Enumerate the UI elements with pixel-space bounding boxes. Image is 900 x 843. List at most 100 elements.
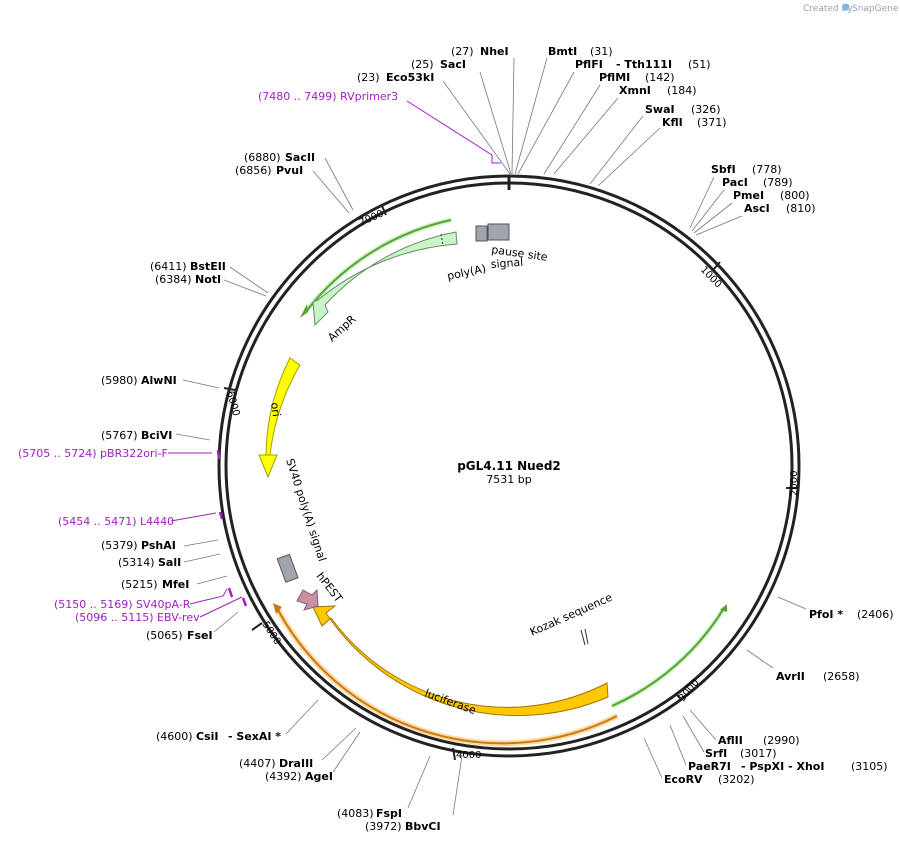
tick-4000-mark [452,747,456,761]
site-pspxi-xhoi[interactable]: - PspXI - XhoI [741,760,824,773]
mark-ebvrev [241,597,248,607]
leader-draiii [321,727,357,761]
site-pvui-pos: (6856) [235,164,272,177]
site-alwni[interactable]: AlwNI [141,374,177,387]
site-noti-pos: (6384) [155,273,192,286]
leader-asci [695,215,743,236]
site-noti[interactable]: NotI [195,273,221,286]
ampr-orf-line [304,219,452,314]
ampr-label: AmpR [325,312,358,344]
site-pflmi-pos: (142) [645,71,675,84]
sv40-label: SV40 poly(A) signal [283,457,329,563]
site-sbfi[interactable]: SbfI [711,163,736,176]
site-bcivi[interactable]: BciVI [141,429,172,442]
leader-agei [332,731,361,773]
site-agei-pos: (4392) [265,770,302,783]
site-srfi[interactable]: SrfI [705,747,727,760]
leader-saci [479,71,512,175]
site-pflmi[interactable]: PflMI [599,71,630,84]
tick-3000-mark [675,693,683,701]
ori-feature[interactable] [258,357,301,479]
leader-nhei [511,57,515,175]
luc-orf-line [276,607,618,745]
leader-rvprimer3 [406,100,501,164]
site-bbvci[interactable]: BbvCI [405,820,441,833]
site-mfei-pos: (5215) [121,578,158,591]
hpest-feature[interactable] [296,588,319,611]
leader-mfei [196,575,228,585]
site-swai[interactable]: SwaI [645,103,675,116]
pause-site-feature[interactable] [487,223,510,241]
site-fspi[interactable]: FspI [376,807,402,820]
ampr-feature[interactable] [312,231,458,327]
leader-pflmi [543,84,601,175]
leader-sbfi [689,176,715,229]
primer-ebvrev[interactable]: (5096 .. 5115) EBV-rev [75,611,200,624]
site-sali[interactable]: SalI [158,556,181,569]
site-pfoi[interactable]: PfoI * [809,608,843,621]
site-paci[interactable]: PacI [722,176,748,189]
leader-sacii [324,157,354,211]
leader-ecorv [643,737,663,779]
features: AmpR ori luciferase SV40 poly(A) signal … [258,223,615,717]
site-nhei-pos: (27) [451,45,474,58]
site-xmni[interactable]: XmnI [619,84,651,97]
plasmid-title: pGL4.11 Nued2 7531 bp [457,459,561,486]
site-saci[interactable]: SacI [440,58,466,71]
primer-labels: (7480 .. 7499) RVprimer3 (5705 .. 5724) … [18,90,398,624]
site-mfei[interactable]: MfeI [162,578,189,591]
site-bsteii[interactable]: BstEII [190,260,226,273]
site-csii[interactable]: CsiI [196,730,218,743]
leader-fsei [213,611,239,633]
site-srfi-pos: (3017) [740,747,777,760]
site-aflii[interactable]: AflII [718,734,743,747]
site-paer7i[interactable]: PaeR7I [688,760,731,773]
primer-l4440[interactable]: (5454 .. 5471) L4440 [58,515,174,528]
site-eco53ki[interactable]: Eco53kI [386,71,434,84]
leader-pvui [312,170,350,214]
site-avrii[interactable]: AvrII [776,670,805,683]
site-bmti[interactable]: BmtI [548,45,577,58]
tick-2000: 2000 [789,471,800,496]
primer-rvprimer3[interactable]: (7480 .. 7499) RVprimer3 [258,90,398,103]
hpest-label: hPEST [314,570,346,605]
site-pvui[interactable]: PvuI [276,164,303,177]
site-asci[interactable]: AscI [744,202,770,215]
site-pmei[interactable]: PmeI [733,189,764,202]
luciferase-feature[interactable] [312,605,609,717]
site-nhei[interactable]: NheI [480,45,509,58]
site-tth111i[interactable]: - Tth111I [616,58,672,71]
leader-avrii [746,649,774,669]
site-sacii-pos: (6880) [244,151,281,164]
luc-orf-arrowhead [273,603,282,614]
leader-eco53ki [442,80,511,175]
tick-7000-mark [381,205,387,216]
mark-pbr322ori [216,449,221,460]
site-draiii[interactable]: DraIII [279,757,313,770]
site-eco53ki-pos: (23) [357,71,380,84]
kozak-mark-2 [584,628,589,645]
site-alwni-pos: (5980) [101,374,138,387]
polya-signal-feature[interactable] [475,225,488,242]
backbone [217,174,801,758]
site-agei[interactable]: AgeI [305,770,333,783]
site-fsei[interactable]: FseI [187,629,213,642]
leader-sv40pa [189,588,228,605]
primer-sv40pa[interactable]: (5150 .. 5169) SV40pA-R [54,598,191,611]
site-ecorv[interactable]: EcoRV [664,773,703,786]
site-paci-pos: (789) [763,176,793,189]
site-pshai[interactable]: PshAI [141,539,176,552]
plasmid-length: 7531 bp [486,473,531,486]
primer-pbr322ori[interactable]: (5705 .. 5724) pBR322ori-F [18,447,168,460]
leader-fspi [407,755,431,809]
site-ecorv-pos: (3202) [718,773,755,786]
site-sacii[interactable]: SacII [285,151,315,164]
site-swai-pos: (326) [691,103,721,116]
sv40-polya-feature[interactable] [276,553,299,583]
leader-csii [285,699,319,735]
site-bbvci-pos: (3972) [365,820,402,833]
site-pflfi[interactable]: PflFI [575,58,603,71]
site-kfli[interactable]: KflI [662,116,683,129]
site-sexai[interactable]: - SexAI * [228,730,281,743]
